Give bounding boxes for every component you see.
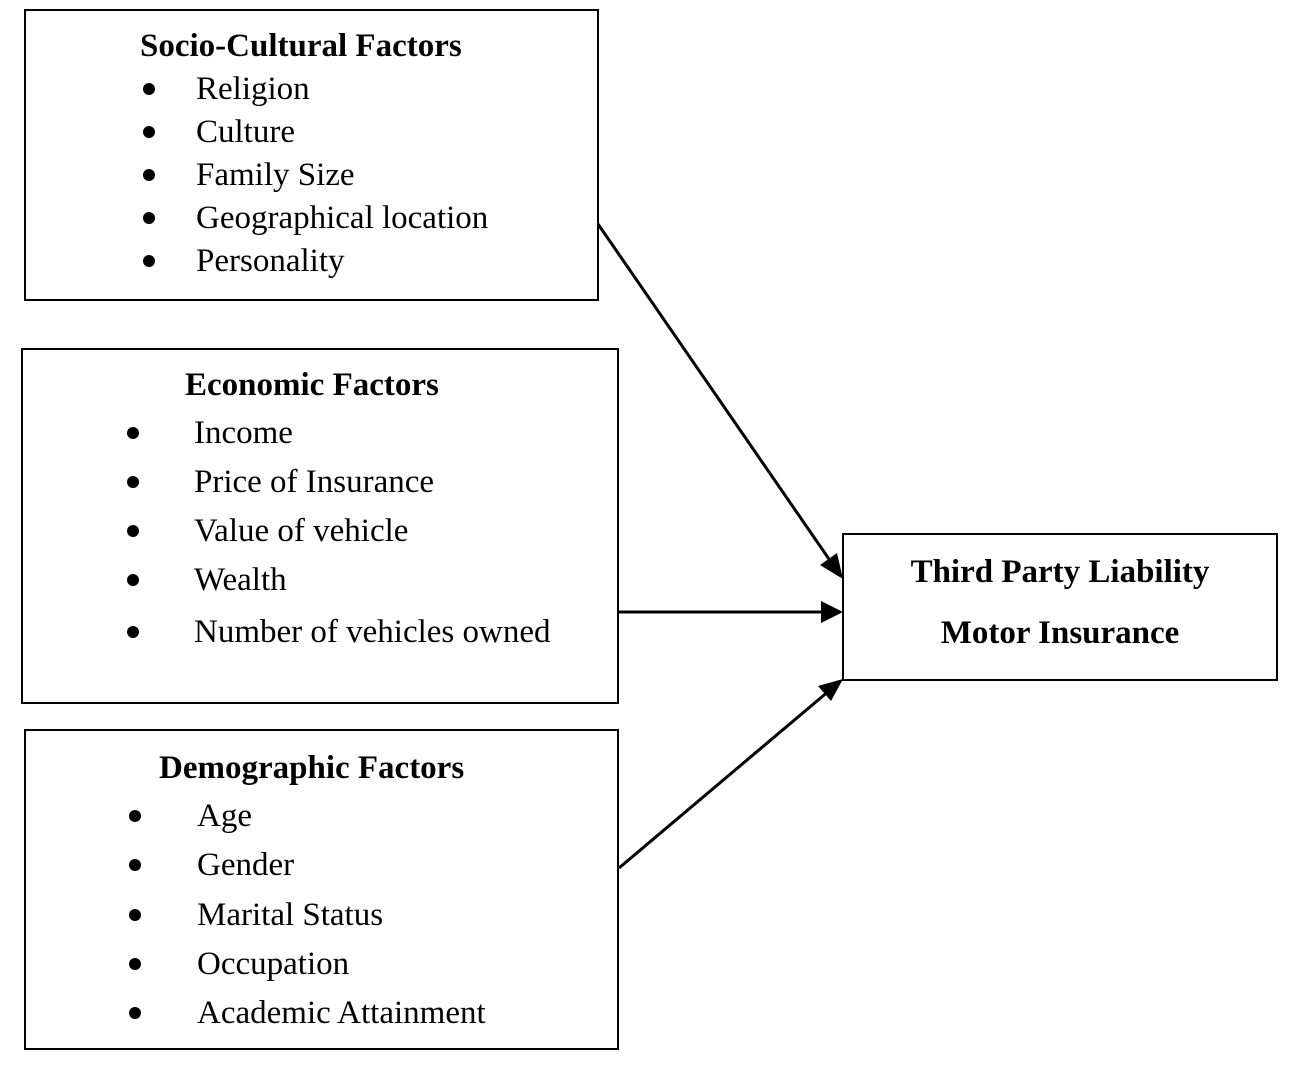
demographic-item-occupation: Occupation (197, 946, 350, 982)
arrowhead-socio (820, 553, 843, 579)
economic-item-number-of-vehicles: Number of vehicles owned (194, 614, 551, 650)
bullet-icon (129, 810, 141, 822)
bullet-icon (143, 169, 155, 181)
bullet-icon (127, 626, 139, 638)
bullet-icon (127, 427, 139, 439)
arrowhead-demo (818, 679, 843, 701)
bullet-icon (129, 1007, 141, 1019)
bullet-icon (143, 212, 155, 224)
economic-title: Economic Factors (185, 367, 439, 403)
socio-cultural-title: Socio-Cultural Factors (140, 28, 462, 64)
demographic-item-marital-status: Marital Status (197, 897, 384, 933)
bullet-icon (129, 909, 141, 921)
target-title-line-2: Motor Insurance (940, 615, 1180, 651)
demographic-item-gender: Gender (197, 847, 295, 883)
demographic-item-academic-attainment: Academic Attainment (197, 995, 486, 1031)
economic-item-income: Income (194, 415, 293, 451)
target-title-line-1: Third Party Liability (910, 554, 1210, 590)
economic-item-wealth: Wealth (194, 562, 287, 598)
arrow-demo-to-target (618, 688, 831, 870)
arrowhead-econ (821, 601, 843, 623)
socio-item-religion: Religion (196, 71, 310, 107)
bullet-icon (127, 476, 139, 488)
bullet-icon (143, 83, 155, 95)
demographic-item-age: Age (197, 798, 252, 834)
socio-item-geographical-location: Geographical location (196, 200, 489, 236)
third-party-liability-box: Third Party Liability Motor Insurance (842, 533, 1278, 681)
demographic-factors-box: Demographic Factors Age Gender Marital S… (24, 729, 619, 1050)
economic-factors-box: Economic Factors Income Price of Insuran… (21, 348, 619, 704)
bullet-icon (143, 126, 155, 138)
economic-item-price-of-insurance: Price of Insurance (194, 464, 435, 500)
socio-item-personality: Personality (196, 243, 345, 279)
bullet-icon (143, 255, 155, 267)
socio-item-family-size: Family Size (196, 157, 355, 193)
socio-item-culture: Culture (196, 114, 295, 150)
bullet-icon (129, 958, 141, 970)
bullet-icon (127, 574, 139, 586)
bullet-icon (129, 859, 141, 871)
economic-item-value-of-vehicle: Value of vehicle (194, 513, 409, 549)
socio-cultural-factors-box: Socio-Cultural Factors Religion Culture … (24, 9, 599, 301)
arrow-socio-to-target (596, 223, 842, 576)
demographic-title: Demographic Factors (159, 750, 465, 786)
bullet-icon (127, 525, 139, 537)
